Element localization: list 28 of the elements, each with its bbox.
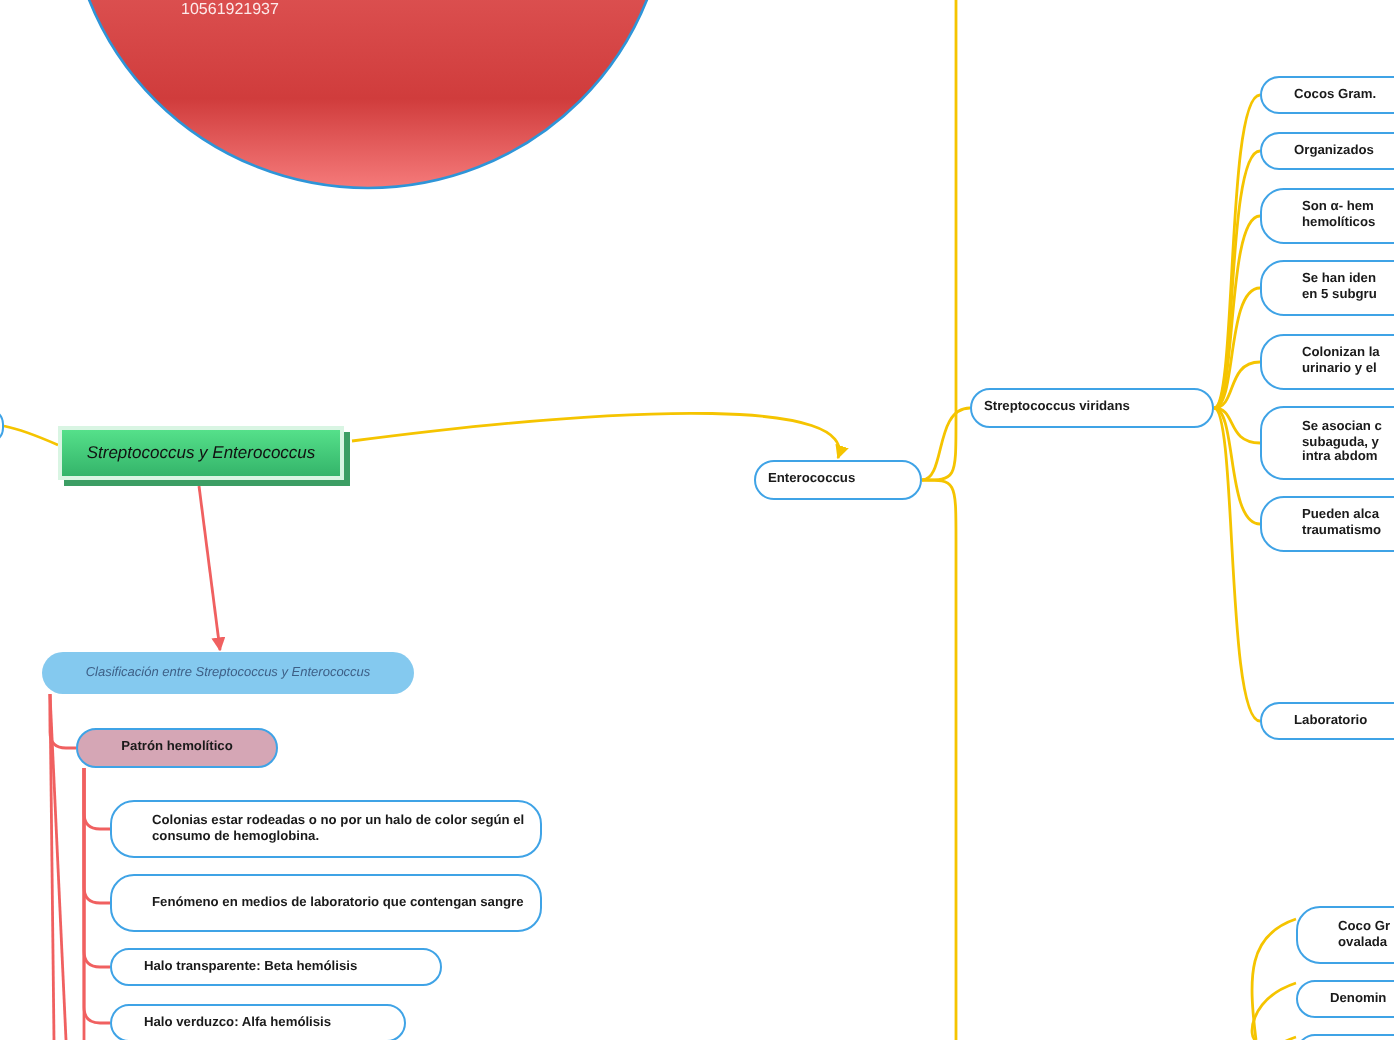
topic-box	[58, 426, 344, 480]
connector-line	[48, 693, 68, 1040]
connector-line	[922, 478, 958, 1040]
connector-line	[1213, 214, 1261, 410]
number-label: 10561921937	[181, 0, 279, 20]
connector-line	[1213, 406, 1261, 526]
connector-line	[1213, 406, 1261, 445]
topic-box	[110, 874, 542, 932]
connector-line	[3, 424, 59, 447]
topic-box	[76, 728, 278, 768]
connector-line	[1212, 407, 1261, 723]
connector-line	[1213, 360, 1261, 410]
topic-text: Streptococcus y Enterococcus	[86, 442, 316, 464]
connector-line	[1250, 917, 1297, 1040]
arrow	[197, 485, 226, 652]
connector-line	[1213, 286, 1261, 410]
topic-box	[110, 1004, 406, 1040]
topic-box	[110, 800, 542, 858]
arrow	[351, 412, 846, 460]
connector-line	[1250, 981, 1297, 1040]
topic-box	[754, 460, 922, 500]
topic-box	[970, 388, 1214, 428]
connector-line	[82, 768, 86, 1040]
connector-line	[921, 406, 971, 482]
topic-box	[42, 652, 414, 694]
topic-box	[110, 948, 442, 986]
connector-line	[1212, 93, 1261, 409]
connector-line	[1213, 149, 1261, 409]
